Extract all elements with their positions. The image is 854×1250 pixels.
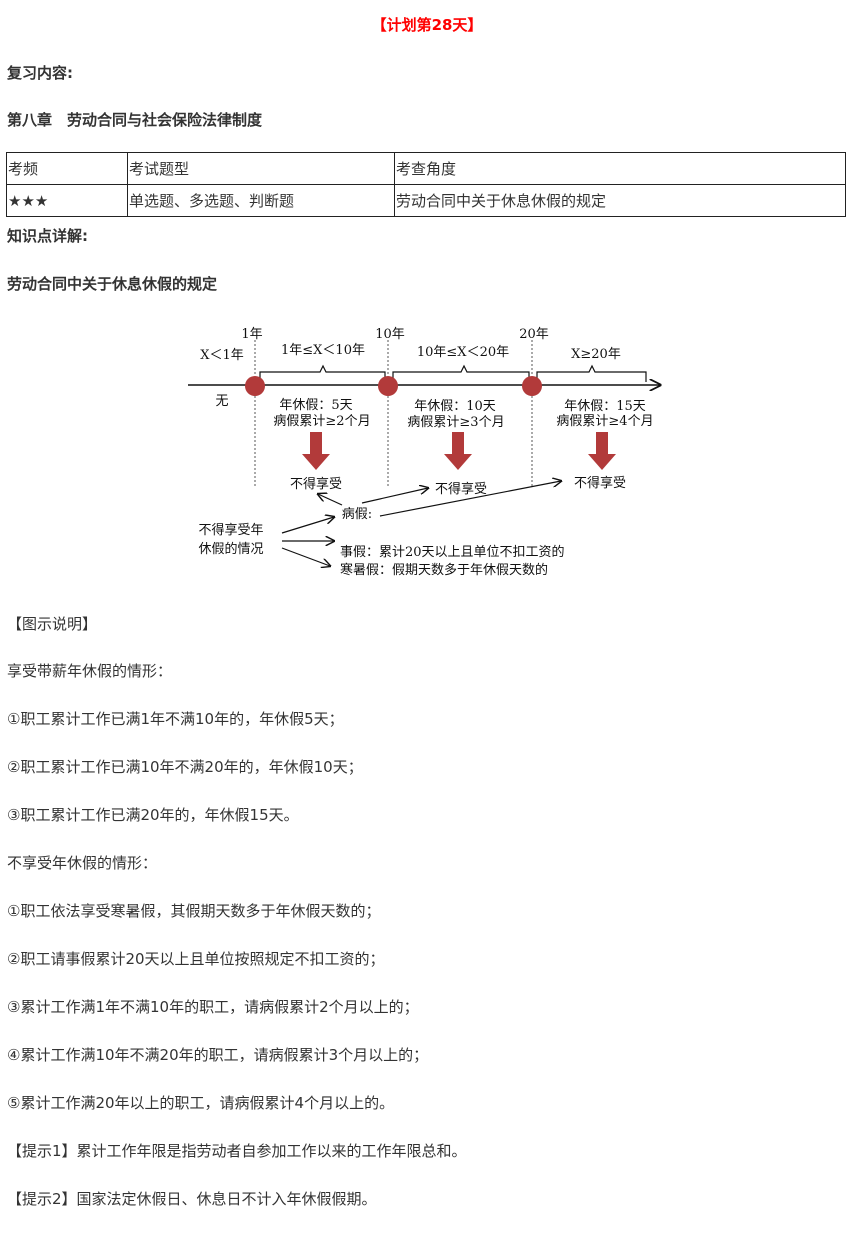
arrow-sick-to-3 [379, 481, 561, 517]
not-enjoy-3: 不得享受 [574, 475, 626, 491]
annual-leave-diagram: 1年 10年 20年 X＜1年 1年≤X＜10年 10年≤X＜20年 X≥20年… [188, 327, 854, 578]
range-20plus: X≥20年 [571, 347, 621, 362]
paragraph: ②职工累计工作已满10年不满20年的，年休假10天； [7, 758, 363, 776]
leave-5: 年休假：5天 [279, 398, 352, 413]
vacation-text: 寒暑假：假期天数多于年休假天数的 [340, 562, 548, 578]
tip-1: 【提示1】累计工作年限是指劳动者自参加工作以来的工作年限总和。 [7, 1142, 467, 1160]
diagram-caption: 【图示说明】 [7, 615, 98, 633]
exam-angle: 劳动合同中关于休息休假的规定 [394, 184, 846, 217]
brace-20plus [536, 364, 647, 382]
tick-10: 10年 [375, 327, 405, 342]
paragraph: ④累计工作满10年不满20年的职工，请病假累计3个月以上的； [7, 1046, 429, 1064]
table-row: ★★★ 单选题、多选题、判断题 劳动合同中关于休息休假的规定 [6, 184, 846, 217]
header-question-type: 考试题型 [127, 152, 395, 185]
tick-1: 1年 [241, 327, 262, 342]
detail-label: 知识点详解: [7, 227, 88, 245]
sick-4: 病假累计≥4个月 [556, 414, 653, 429]
arrow-to-sick [281, 517, 334, 534]
paragraph: ⑤累计工作满20年以上的职工，请病假累计4个月以上的。 [7, 1094, 395, 1112]
frequency-stars: ★★★ [6, 184, 128, 217]
range-10-20: 10年≤X＜20年 [417, 345, 509, 360]
paragraph: ③累计工作满1年不满10年的职工，请病假累计2个月以上的； [7, 998, 419, 1016]
paragraph: 不享受年休假的情形： [7, 854, 158, 872]
review-label: 复习内容: [7, 64, 73, 82]
milestone-20 [522, 376, 542, 396]
paragraph: ①职工累计工作已满1年不满10年的，年休假5天； [7, 710, 344, 728]
header-angle: 考查角度 [394, 152, 846, 185]
brace-1-10 [259, 364, 386, 382]
paragraph: ②职工请事假累计20天以上且单位按照规定不扣工资的； [7, 950, 385, 968]
sick-3: 病假累计≥3个月 [407, 415, 504, 430]
arrow-sick-to-2 [361, 488, 428, 504]
cases-line-1: 不得享受年 [198, 522, 263, 538]
paragraph: ①职工依法享受寒暑假，其假期天数多于年休假天数的； [7, 902, 381, 920]
tip-2: 【提示2】国家法定休假日、休息日不计入年休假假期。 [7, 1190, 377, 1208]
tick-20: 20年 [519, 327, 549, 342]
sick-2: 病假累计≥2个月 [273, 414, 370, 429]
down-arrow-icon [588, 432, 616, 470]
section-title: 劳动合同中关于休息休假的规定 [7, 275, 218, 293]
brace-10-20 [392, 364, 530, 382]
header-frequency: 考频 [6, 152, 128, 185]
question-types: 单选题、多选题、判断题 [127, 184, 395, 217]
personal-leave-text: 事假：累计20天以上且单位不扣工资的 [340, 544, 565, 560]
not-enjoy-1: 不得享受 [290, 476, 342, 492]
down-arrow-icon [444, 432, 472, 470]
range-1-10: 1年≤X＜10年 [281, 343, 365, 358]
arrow-sick-to-1 [318, 494, 343, 506]
down-arrow-icon [302, 432, 330, 470]
paragraph: 享受带薪年休假的情形： [7, 662, 173, 680]
cases-line-2: 休假的情况 [198, 541, 263, 557]
range-under-1: X＜1年 [200, 348, 244, 363]
table-header-row: 考频 考试题型 考查角度 [6, 152, 846, 185]
paragraph: ③职工累计工作已满20年的，年休假15天。 [7, 806, 299, 824]
plan-day-title: 【计划第28天】 [371, 16, 483, 34]
exam-info-table: 考频 考试题型 考查角度 ★★★ 单选题、多选题、判断题 劳动合同中关于休息休假… [6, 152, 846, 217]
no-leave: 无 [215, 394, 228, 409]
leave-15: 年休假：15天 [564, 399, 646, 414]
milestone-10 [378, 376, 398, 396]
milestone-1 [245, 376, 265, 396]
chapter-title: 第八章 劳动合同与社会保险法律制度 [7, 111, 263, 129]
leave-10: 年休假：10天 [414, 399, 496, 414]
not-enjoy-2: 不得享受 [435, 481, 487, 497]
arrow-to-vacation [281, 547, 330, 566]
sick-leave-label: 病假: [342, 507, 372, 522]
